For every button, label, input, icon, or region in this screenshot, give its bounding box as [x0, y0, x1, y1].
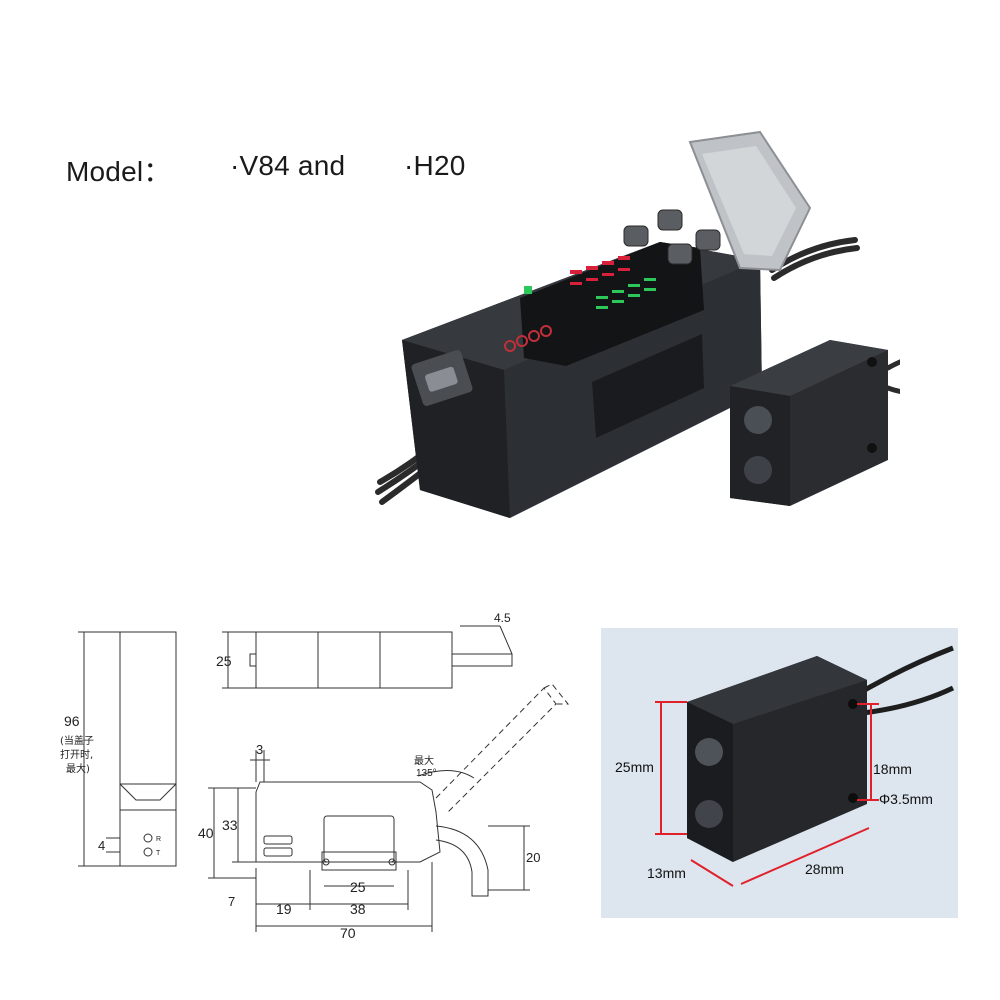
dim-7: 7 — [228, 894, 235, 909]
height-25mm: 25mm — [615, 759, 654, 775]
control-buttons — [623, 209, 721, 265]
dim-96-note-3: 最大) — [66, 762, 90, 775]
width-28mm: 28mm — [805, 861, 844, 877]
dim-3: 3 — [256, 742, 263, 757]
dim-33: 33 — [222, 817, 238, 833]
led-t-label: T — [156, 850, 161, 857]
sensor-dimension-photo: 25mm 18mm Φ3.5mm 13mm 28mm — [601, 628, 958, 918]
sensor-cable — [885, 359, 900, 394]
top-view-outline — [255, 631, 453, 689]
dim-4-5: 4.5 — [494, 611, 511, 625]
hole-diameter: Φ3.5mm — [879, 791, 933, 807]
angle-135: 135° — [416, 768, 437, 779]
model-v84: ·V84 and — [230, 150, 346, 181]
amplifier-unit — [402, 130, 812, 518]
red-dimension-lines — [655, 701, 879, 887]
product-photo — [375, 130, 900, 518]
hole-spacing-18mm: 18mm — [873, 761, 912, 777]
model-h20: ·H20 — [404, 150, 466, 181]
dim-4: 4 — [98, 838, 105, 853]
display-digits-green — [596, 278, 656, 309]
dim-25-bottom: 25 — [350, 879, 366, 895]
dim-19: 19 — [276, 901, 292, 917]
model-label: Model： — [66, 156, 172, 187]
display-digits-red — [570, 256, 630, 285]
dimension-drawing: 96 (当盖子 打开时, 最大) 4 R T 25 4.5 3 最大 135° … — [60, 611, 570, 940]
dim-96: 96 — [64, 713, 80, 729]
dim-96-note-2: 打开时, — [60, 748, 93, 761]
dim-20: 20 — [526, 850, 540, 865]
max-label: 最大 — [414, 754, 434, 767]
dim-70: 70 — [340, 925, 356, 940]
dim-25-top: 25 — [216, 653, 232, 669]
channel-leds — [504, 325, 552, 352]
led-r-label: R — [156, 836, 161, 843]
dim-96-note-1: (当盖子 — [60, 734, 94, 747]
front-view-outline — [255, 781, 441, 863]
dim-38: 38 — [350, 901, 366, 917]
dim-40: 40 — [198, 825, 214, 841]
side-view-outline — [119, 631, 177, 867]
depth-13mm: 13mm — [647, 865, 686, 881]
sensor-head — [730, 340, 888, 506]
